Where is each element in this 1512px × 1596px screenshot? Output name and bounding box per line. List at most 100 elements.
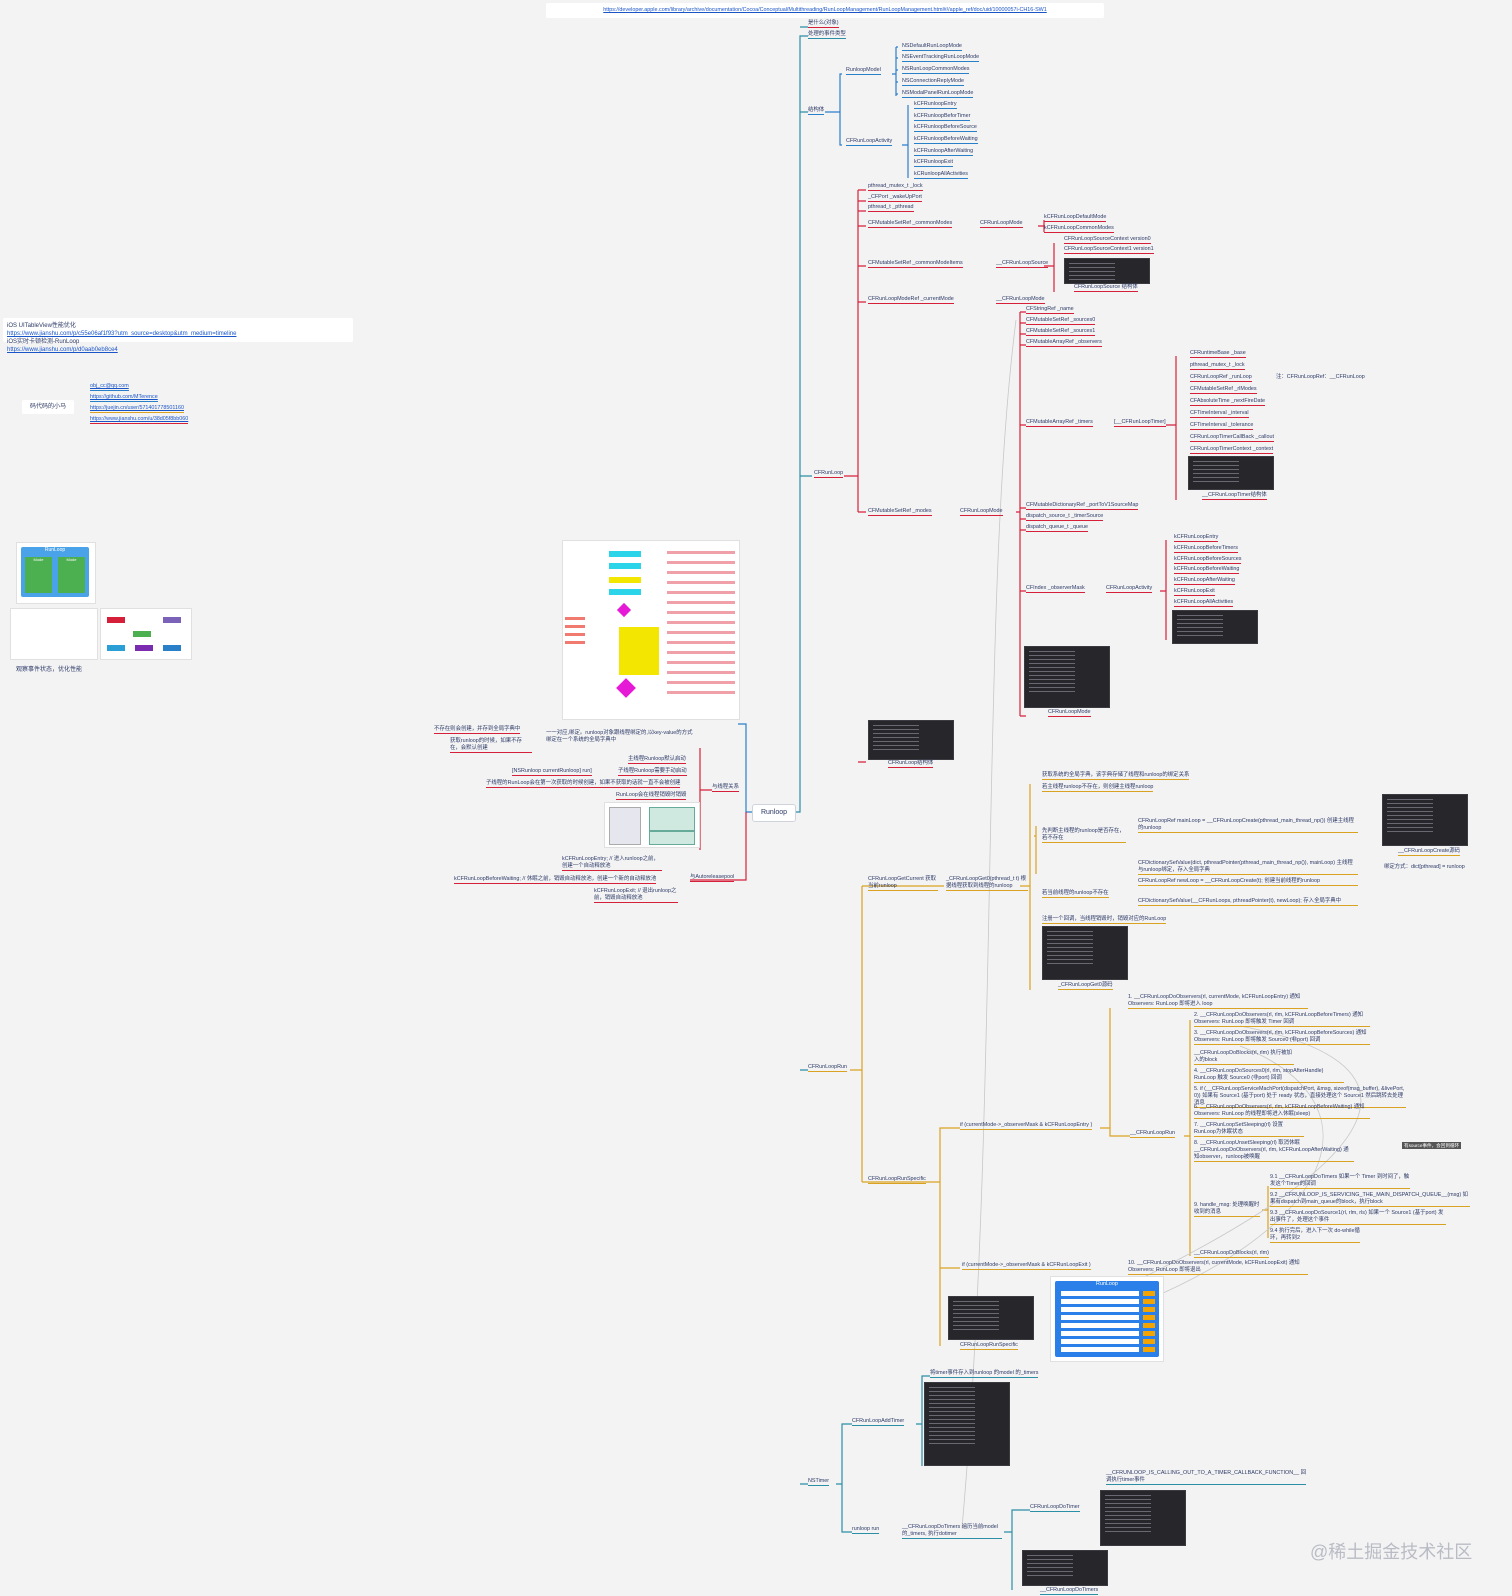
field-lock[interactable]: pthread_mutex_t _lock bbox=[868, 183, 923, 191]
mode-observer-mask[interactable]: CFIndex _observerMask bbox=[1026, 585, 1085, 593]
step-9-3: 9.3 __CFRunLoopDoSource1(rl, rlm, rls) 如… bbox=[1270, 1210, 1446, 1225]
get0-note-check-main: 先判断主线程的runloop是否存在，若不存在 bbox=[1042, 828, 1126, 843]
observer-after-waiting[interactable]: kCFRunLoopAfterWaiting bbox=[1174, 577, 1235, 585]
create-caption: __CFRunLoopCreate源码 bbox=[1398, 848, 1461, 856]
runloop-run-node[interactable]: runloop run bbox=[852, 1526, 880, 1534]
nstimer-node[interactable]: NSTimer bbox=[808, 1478, 830, 1486]
author-github[interactable]: https://github.com/MTerence bbox=[90, 394, 158, 402]
step-4: 4. __CFRunLoopDoSources0(rl, rlm, stopAf… bbox=[1194, 1068, 1344, 1083]
runloop-activity-node[interactable]: CFRunLoopActivity bbox=[846, 138, 893, 146]
event-types-node[interactable]: 处理的事件类型 bbox=[808, 31, 846, 39]
run-specific-code-image bbox=[948, 1296, 1034, 1340]
activity-before-source[interactable]: kCFRunloopBeforeSource bbox=[914, 124, 977, 132]
author-email[interactable]: obj_cc@qq.com bbox=[90, 383, 129, 391]
common-default-mode[interactable]: kCFRunLoopDefaultMode bbox=[1044, 214, 1107, 222]
source-type[interactable]: __CFRunLoopSource bbox=[996, 260, 1049, 268]
runloop-flowchart-image bbox=[562, 540, 740, 720]
timer-caption: __CFRunLoopTimer结构体 bbox=[1202, 492, 1267, 500]
timer-field-tolerance[interactable]: CFTimeInterval _tolerance bbox=[1190, 422, 1254, 430]
mode-field-timers[interactable]: CFMutableArrayRef _timers bbox=[1026, 419, 1093, 427]
observer-before-sources[interactable]: kCFRunLoopBeforeSources bbox=[1174, 556, 1242, 564]
ref-lag-detect: iOS实时卡顿检测-RunLoop https://www.jianshu.co… bbox=[7, 339, 118, 353]
source-version1[interactable]: CFRunLoopSourceContext1 version1 bbox=[1064, 246, 1154, 254]
mode-field-sources0[interactable]: CFMutableSetRef _sources0 bbox=[1026, 317, 1096, 325]
get0-node[interactable]: _CFRunLoopGet0(pthread_t t) 根据线程获取到线程的ru… bbox=[946, 876, 1028, 891]
observer-all[interactable]: kCFRunLoopAllActivities bbox=[1174, 599, 1234, 607]
activity-exit[interactable]: kCFRunloopExit bbox=[914, 159, 953, 167]
do-timer-node[interactable]: CFRunLoopDoTimer bbox=[1030, 1504, 1080, 1512]
activity-entry[interactable]: kCFRunloopEntry bbox=[914, 101, 957, 109]
activity-before-waiting[interactable]: kCFRunloopBeforeWaiting bbox=[914, 136, 978, 144]
mode-common[interactable]: NSRunLoopCommonModes bbox=[902, 66, 970, 74]
step-do-blocks-2: __CFRunLoopDoBlocks(rl, rlm) bbox=[1194, 1250, 1269, 1258]
thread-child-manual: 子线程Runloop需要手动启动 bbox=[618, 768, 687, 776]
activity-all[interactable]: kCRunloopAllActivities bbox=[914, 171, 968, 179]
observer-mask-type[interactable]: CFRunLoopActivity bbox=[1106, 585, 1153, 593]
get0-note-register: 注册一个回调，当线程销毁时，销毁对应的RunLoop bbox=[1042, 916, 1167, 924]
autoreleasepool-node[interactable]: 与Autoreleasepool bbox=[690, 874, 735, 882]
field-modes[interactable]: CFMutableSetRef _modes bbox=[868, 508, 932, 516]
add-timer-node[interactable]: CFRunLoopAddTimer bbox=[852, 1418, 905, 1426]
observer-exit[interactable]: kCFRunLoopExit bbox=[1174, 588, 1215, 596]
observer-before-timers[interactable]: kCFRunLoopBeforeTimers bbox=[1174, 545, 1238, 553]
mode-default[interactable]: NSDefaultRunLoopMode bbox=[902, 43, 962, 51]
mode-port-map[interactable]: CFMutableDictionaryRef _portToV1SourceMa… bbox=[1026, 502, 1139, 510]
do-timer-code-image bbox=[1100, 1490, 1186, 1546]
cfrunlooprun-node[interactable]: CFRunLoopRun bbox=[808, 1064, 847, 1072]
author-jianshu[interactable]: https://www.jianshu.com/u/38d05f8bb060 bbox=[90, 416, 189, 424]
observer-entry[interactable]: kCFRunLoopEntry bbox=[1174, 534, 1219, 542]
source-code-image bbox=[1064, 258, 1150, 284]
timer-type[interactable]: [__CFRunLoopTimer] bbox=[1114, 419, 1166, 427]
observer-before-waiting[interactable]: kCFRunLoopBeforeWaiting bbox=[1174, 566, 1240, 574]
modes-type[interactable]: CFRunLoopMode bbox=[960, 508, 1003, 516]
apple-doc-link[interactable]: https://developer.apple.com/library/arch… bbox=[603, 7, 1047, 13]
ref-lag-detect-link[interactable]: https://www.jianshu.com/p/d0aab0eb8ce4 bbox=[7, 347, 118, 353]
root-node-runloop[interactable]: Runloop bbox=[752, 804, 796, 822]
mode-field-name[interactable]: CFStringRef _name bbox=[1026, 306, 1074, 314]
source-version0[interactable]: CFRunLoopSourceContext version0 bbox=[1064, 236, 1151, 244]
field-wakeup-port[interactable]: _CFPort _wakeUpPort bbox=[868, 194, 922, 202]
activity-after-waiting[interactable]: kCFRunloopAfterWaiting bbox=[914, 148, 974, 156]
timer-field-runloop[interactable]: CFRunLoopRef _runLoop bbox=[1190, 374, 1252, 382]
field-pthread[interactable]: pthread_t _pthread bbox=[868, 204, 914, 212]
mode-event-tracking[interactable]: NSEventTrackingRunLoopMode bbox=[902, 54, 980, 62]
field-current-mode[interactable]: CFRunLoopModeRef _currentMode bbox=[868, 296, 954, 304]
timer-field-lock[interactable]: pthread_mutex_t _lock bbox=[1190, 362, 1245, 370]
mode-timer-source[interactable]: dispatch_source_t _timerSource bbox=[1026, 513, 1104, 521]
timer-field-rlmodes[interactable]: CFMutableSetRef _rlModes bbox=[1190, 386, 1257, 394]
runloop-model-node[interactable]: RunloopModel bbox=[846, 67, 881, 75]
mode-queue[interactable]: dispatch_queue_t _queue bbox=[1026, 524, 1089, 532]
thread-relation-node[interactable]: 与线程关系 bbox=[712, 784, 739, 792]
step-9-1: 9.1 __CFRunLoopDoTimers 如果一个 Timer 到时间了，… bbox=[1270, 1174, 1410, 1189]
get-current-node[interactable]: CFRunLoopGetCurrent 获取当前runloop bbox=[868, 876, 938, 891]
field-common-mode-items[interactable]: CFMutableSetRef _commonModeItems bbox=[868, 260, 963, 268]
timer-field-interval[interactable]: CFTimeInterval _interval bbox=[1190, 410, 1249, 418]
mode-field-sources1[interactable]: CFMutableSetRef _sources1 bbox=[1026, 328, 1096, 336]
run-specific-node[interactable]: CFRunLoopRunSpecific bbox=[868, 1176, 926, 1184]
timer-field-next-fire[interactable]: CFAbsoluteTime _nextFireDate bbox=[1190, 398, 1265, 406]
mode-modal-panel[interactable]: NSModalPanelRunLoopMode bbox=[902, 90, 974, 98]
observe-caption: 观察事件状态，优化性能 bbox=[16, 667, 83, 673]
observer-flow-image bbox=[100, 608, 192, 660]
current-mode-type[interactable]: __CFRunLoopMode bbox=[996, 296, 1045, 304]
struct-node[interactable]: 结构体 bbox=[808, 107, 825, 115]
what-is-node[interactable]: 是什么(对象) bbox=[808, 20, 839, 28]
common-modes-type[interactable]: CFRunLoopMode bbox=[980, 220, 1023, 228]
activity-before-timer[interactable]: kCFRunloopBeforTimer bbox=[914, 113, 971, 121]
ref-tableview-link[interactable]: https://www.jianshu.com/p/c55e06af1f93?u… bbox=[7, 331, 237, 337]
mode-field-observers[interactable]: CFMutableArrayRef _observers bbox=[1026, 339, 1102, 347]
common-common-modes[interactable]: kCFRunLoopCommonModes bbox=[1044, 225, 1114, 233]
timer-field-base[interactable]: CFRuntimeBase _base bbox=[1190, 350, 1246, 358]
create-code-image bbox=[1382, 794, 1468, 846]
step-5: 5. if (__CFRunLoopServiceMachPort(dispat… bbox=[1194, 1086, 1406, 1108]
timer-field-context[interactable]: CFRunLoopTimerContext _context bbox=[1190, 446, 1274, 454]
field-common-modes[interactable]: CFMutableSetRef _commonModes bbox=[868, 220, 953, 228]
do-timers-code-image bbox=[1022, 1550, 1108, 1586]
__cfrunlooprun-node[interactable]: __CFRunLoopRun bbox=[1130, 1130, 1175, 1138]
cfrunloop-node[interactable]: CFRunLoop bbox=[814, 470, 844, 478]
author-juejin[interactable]: https://juejin.cn/user/571401778501160 bbox=[90, 405, 185, 413]
timer-field-callout[interactable]: CFRunLoopTimerCallBack _callout bbox=[1190, 434, 1274, 442]
mode-connection-reply[interactable]: NSConnectionReplyMode bbox=[902, 78, 965, 86]
do-timers-node[interactable]: __CFRunLoopDoTimers 遍历当前model的_timers, 执… bbox=[902, 1524, 1002, 1539]
